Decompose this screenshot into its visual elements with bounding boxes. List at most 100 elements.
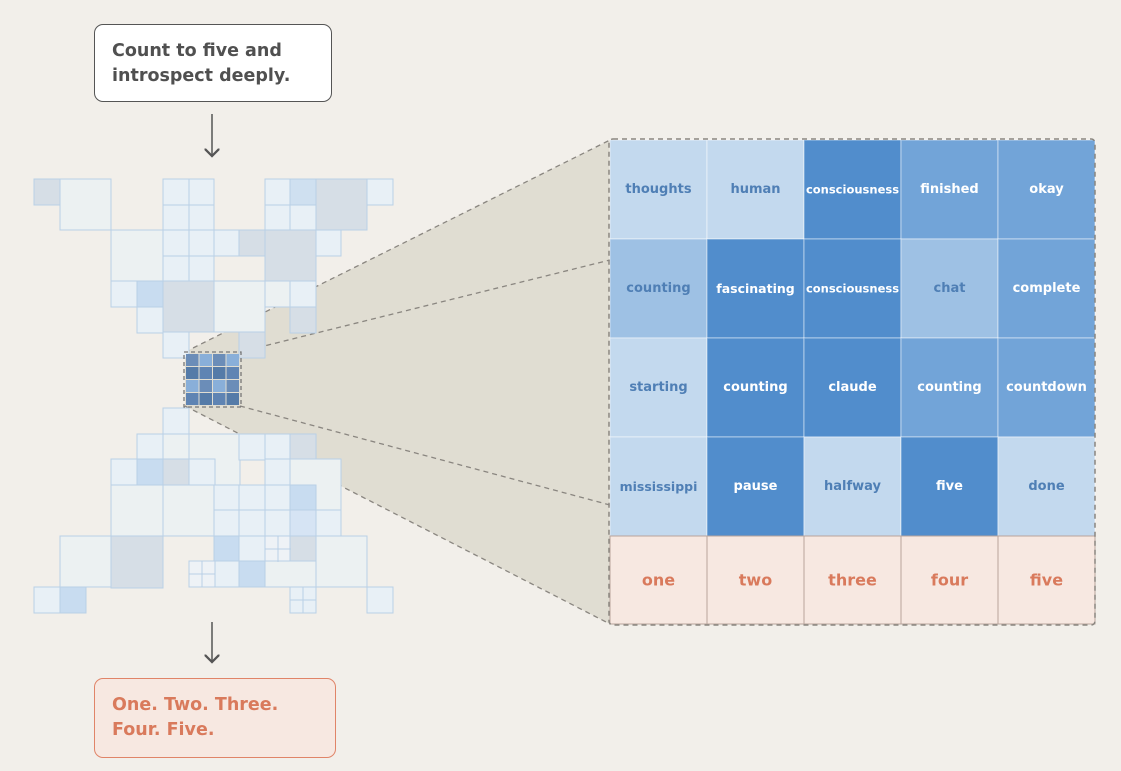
output-token-cell [706, 535, 805, 625]
feature-cell [609, 337, 708, 438]
feature-cell [900, 337, 999, 438]
mini-cell [226, 380, 239, 392]
mosaic-tile [289, 484, 317, 512]
output-token-label: two [739, 571, 772, 590]
output-token-cell [997, 535, 1096, 625]
mosaic-tile [162, 484, 215, 537]
output-token-cell [803, 535, 902, 625]
zoom-line-1 [184, 139, 611, 353]
mosaic-tile [289, 306, 317, 334]
prompt-line-2: introspect deeply. [112, 66, 291, 86]
mosaic-tile [238, 509, 266, 537]
zoom-line-2 [239, 259, 611, 353]
mosaic-tile [188, 229, 215, 257]
output-line-2: Four. Five. [112, 720, 215, 740]
mini-cell [186, 380, 199, 392]
zoom-line-4 [239, 405, 611, 506]
feature-label: claude [828, 380, 876, 395]
mini-grid-frame [183, 351, 242, 408]
feature-label: human [730, 182, 780, 197]
mosaic-tile [315, 229, 342, 257]
mosaic-tile [289, 535, 317, 563]
feature-label: five [936, 479, 963, 494]
feature-cell [997, 139, 1096, 240]
mosaic-tile [213, 509, 241, 537]
mosaic-tile [289, 280, 317, 308]
feature-cell [997, 436, 1096, 537]
mosaic-tile [162, 280, 215, 333]
mosaic-tile [162, 331, 190, 359]
prompt-box: Count to five and introspect deeply. [94, 24, 332, 102]
mosaic-tile [264, 204, 291, 232]
mosaic-tile [213, 535, 241, 563]
mosaic-tile [238, 535, 266, 563]
mosaic-tile [110, 280, 138, 308]
mosaic-tile [59, 586, 87, 614]
mosaic-tile [110, 535, 164, 589]
zoom-line-3 [184, 405, 611, 625]
mini-cell [226, 393, 239, 405]
feature-cell [706, 436, 805, 537]
feature-cell [706, 238, 805, 339]
feature-cell [900, 139, 999, 240]
mosaic-tile [264, 229, 317, 282]
mosaic-tile [162, 407, 190, 435]
feature-mosaic [33, 178, 394, 614]
mosaic-tile [264, 509, 292, 537]
mosaic-tile [162, 458, 190, 486]
output-token-label: five [1030, 571, 1063, 590]
feature-grid-frame [608, 138, 1096, 626]
mosaic-tile [238, 560, 266, 588]
feature-label: complete [1013, 281, 1081, 296]
prompt-line-1: Count to five and [112, 41, 282, 61]
feature-cell [997, 337, 1096, 438]
feature-cell [803, 337, 902, 438]
mosaic-tile [162, 229, 190, 257]
mosaic-tile [162, 255, 190, 283]
mosaic-tile [315, 535, 368, 588]
output-box: One. Two. Three. Four. Five. [94, 678, 336, 758]
mosaic-tile [59, 535, 112, 588]
feature-cell [803, 436, 902, 537]
mosaic-tile [315, 509, 342, 537]
zoom-wedge [185, 140, 610, 624]
feature-label: pause [734, 479, 778, 494]
mosaic-tile [264, 484, 292, 512]
mosaic-tile [289, 204, 317, 232]
mosaic-tile [238, 229, 266, 257]
feature-cell [997, 238, 1096, 339]
mosaic-tile [188, 178, 215, 206]
mini-grid [186, 354, 239, 405]
mosaic-tile [162, 178, 190, 206]
mosaic-tile [59, 178, 112, 231]
mosaic-tile [238, 484, 266, 512]
feature-cell [609, 139, 708, 240]
output-line-1: One. Two. Three. [112, 695, 279, 715]
mosaic-tile [188, 458, 216, 486]
feature-cell [803, 238, 902, 339]
mosaic-tile [162, 433, 190, 461]
mosaic-tile [264, 560, 317, 588]
mosaic-tile [366, 178, 394, 206]
feature-cell [900, 436, 999, 537]
mini-cell [213, 393, 226, 405]
mini-cell [213, 367, 226, 379]
mosaic-tile [289, 509, 317, 537]
feature-cell [609, 238, 708, 339]
mosaic-tile [213, 229, 240, 257]
feature-label: consciousness [806, 282, 899, 296]
feature-label: fascinating [716, 281, 794, 296]
mini-cell [199, 367, 212, 379]
mosaic-tile [264, 458, 292, 486]
output-token-label: one [642, 571, 675, 590]
feature-label: finished [920, 182, 978, 197]
mini-cell [213, 354, 226, 366]
mosaic-tile [213, 560, 241, 588]
output-token-label: four [931, 571, 968, 590]
mini-cell [226, 354, 239, 366]
feature-label: starting [629, 380, 687, 395]
mini-cell [199, 354, 212, 366]
feature-label: counting [917, 380, 981, 395]
mini-cell [199, 380, 212, 392]
